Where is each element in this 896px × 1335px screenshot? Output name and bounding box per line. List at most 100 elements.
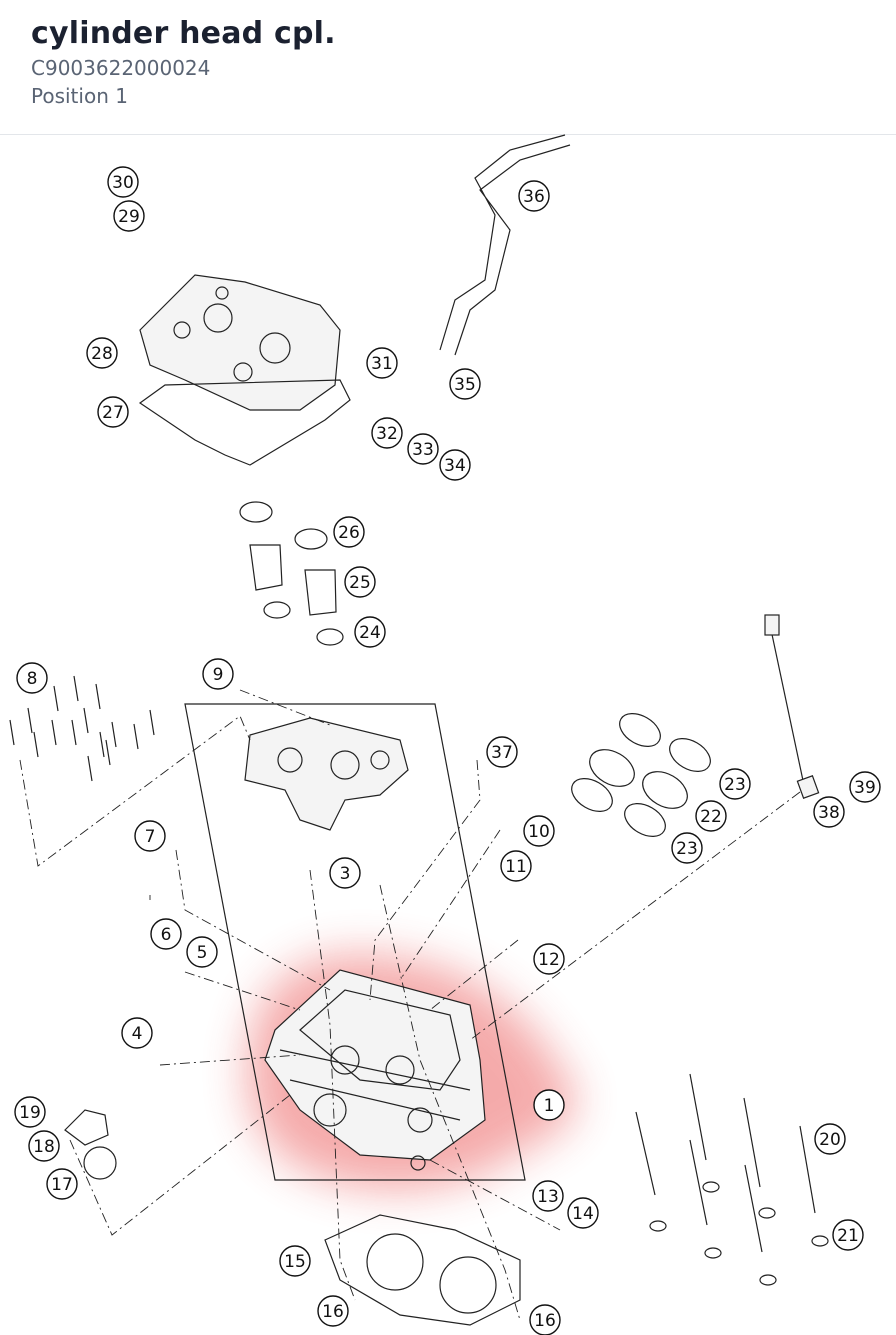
callout-number: 19 (19, 1103, 41, 1123)
callout-circle (439, 449, 471, 481)
callout-circle (121, 1017, 153, 1049)
callout-c1[interactable]: 1 (533, 1089, 565, 1121)
callout-c6[interactable]: 6 (150, 918, 182, 950)
callout-c21[interactable]: 21 (832, 1219, 864, 1251)
callout-c33[interactable]: 33 (407, 433, 439, 465)
valve-cover-gasket[interactable] (138, 379, 351, 466)
callout-c20[interactable]: 20 (814, 1123, 846, 1155)
callout-number: 20 (819, 1130, 841, 1150)
callout-circle (97, 396, 129, 428)
callout-circle (533, 943, 565, 975)
callout-number: 13 (537, 1187, 559, 1207)
callout-c36[interactable]: 36 (518, 180, 550, 212)
callout-c15[interactable]: 15 (279, 1245, 311, 1277)
callout-circle (518, 180, 550, 212)
callout-number: 14 (572, 1204, 594, 1224)
callout-c27[interactable]: 27 (97, 396, 129, 428)
thermostat-parts[interactable] (64, 1109, 117, 1180)
sensor-cable[interactable] (769, 624, 806, 791)
callout-c35[interactable]: 35 (449, 368, 481, 400)
callout-c25[interactable]: 25 (344, 566, 376, 598)
callout-c4[interactable]: 4 (121, 1017, 153, 1049)
callout-c38[interactable]: 38 (813, 796, 845, 828)
callout-circle (814, 1123, 846, 1155)
callout-circle (134, 820, 166, 852)
valve-cover-part[interactable] (139, 274, 341, 411)
callout-circle (28, 1130, 60, 1162)
cam-carrier-part[interactable] (244, 717, 409, 831)
callout-c23b[interactable]: 23 (671, 832, 703, 864)
callout-circle (407, 433, 439, 465)
callout-circle (113, 200, 145, 232)
callout-number: 16 (534, 1311, 556, 1331)
callout-number: 10 (528, 822, 550, 842)
callout-c18[interactable]: 18 (28, 1130, 60, 1162)
callout-circle (671, 832, 703, 864)
frame-outline (184, 703, 526, 1181)
callout-circle (567, 1197, 599, 1229)
callout-c24[interactable]: 24 (354, 616, 386, 648)
cylinder-head-part[interactable] (264, 969, 486, 1171)
head-gasket[interactable] (324, 1214, 521, 1326)
callout-circle (366, 347, 398, 379)
callout-c39[interactable]: 39 (849, 771, 881, 803)
callout-number: 1 (544, 1096, 555, 1116)
callout-c17[interactable]: 17 (46, 1168, 78, 1200)
callout-c14[interactable]: 14 (567, 1197, 599, 1229)
callout-number: 23 (676, 839, 698, 859)
callout-circle (719, 768, 751, 800)
callout-c19[interactable]: 19 (14, 1096, 46, 1128)
callout-c34[interactable]: 34 (439, 449, 471, 481)
callout-circle (150, 918, 182, 950)
callout-c22[interactable]: 22 (695, 800, 727, 832)
callout-number: 3 (340, 864, 351, 884)
callout-c16b[interactable]: 16 (529, 1304, 561, 1335)
callout-c37[interactable]: 37 (486, 736, 518, 768)
callout-number: 7 (145, 827, 156, 847)
callout-number: 5 (197, 943, 208, 963)
callout-number: 4 (132, 1024, 143, 1044)
callout-number: 12 (538, 950, 560, 970)
callout-c29[interactable]: 29 (113, 200, 145, 232)
callout-circle (317, 1295, 349, 1327)
callout-circle (529, 1304, 561, 1335)
assembly-lines (19, 689, 801, 1321)
callout-number: 18 (33, 1137, 55, 1157)
callout-number: 31 (371, 354, 393, 374)
breather-hose[interactable] (439, 134, 571, 356)
callout-circle (344, 566, 376, 598)
callout-circle (371, 417, 403, 449)
callout-c13[interactable]: 13 (532, 1180, 564, 1212)
callout-c10[interactable]: 10 (523, 815, 555, 847)
callout-c26[interactable]: 26 (333, 516, 365, 548)
callout-number: 35 (454, 375, 476, 395)
callout-c5[interactable]: 5 (186, 936, 218, 968)
callout-number: 32 (376, 424, 398, 444)
callout-c30[interactable]: 30 (107, 166, 139, 198)
callout-number: 15 (284, 1252, 306, 1272)
callout-number: 24 (359, 623, 381, 643)
callout-c11[interactable]: 11 (500, 850, 532, 882)
head-bolts[interactable] (635, 1073, 816, 1253)
callout-c8[interactable]: 8 (16, 662, 48, 694)
callout-number: 23 (724, 775, 746, 795)
callout-c16a[interactable]: 16 (317, 1295, 349, 1327)
callout-c28[interactable]: 28 (86, 337, 118, 369)
position-label: Position 1 (31, 84, 128, 108)
callout-c12[interactable]: 12 (533, 943, 565, 975)
callout-number: 29 (118, 207, 140, 227)
washers[interactable] (649, 1181, 829, 1286)
callout-c7[interactable]: 7 (134, 820, 166, 852)
callout-c3[interactable]: 3 (329, 857, 361, 889)
callout-c32[interactable]: 32 (371, 417, 403, 449)
callout-c23a[interactable]: 23 (719, 768, 751, 800)
callout-number: 11 (505, 857, 527, 877)
valve-parts[interactable] (239, 501, 344, 646)
small-bolts[interactable] (9, 675, 155, 782)
callout-circle (533, 1089, 565, 1121)
intake-flanges[interactable] (566, 707, 716, 843)
callout-c9[interactable]: 9 (202, 658, 234, 690)
callout-circle (813, 796, 845, 828)
callout-c31[interactable]: 31 (366, 347, 398, 379)
